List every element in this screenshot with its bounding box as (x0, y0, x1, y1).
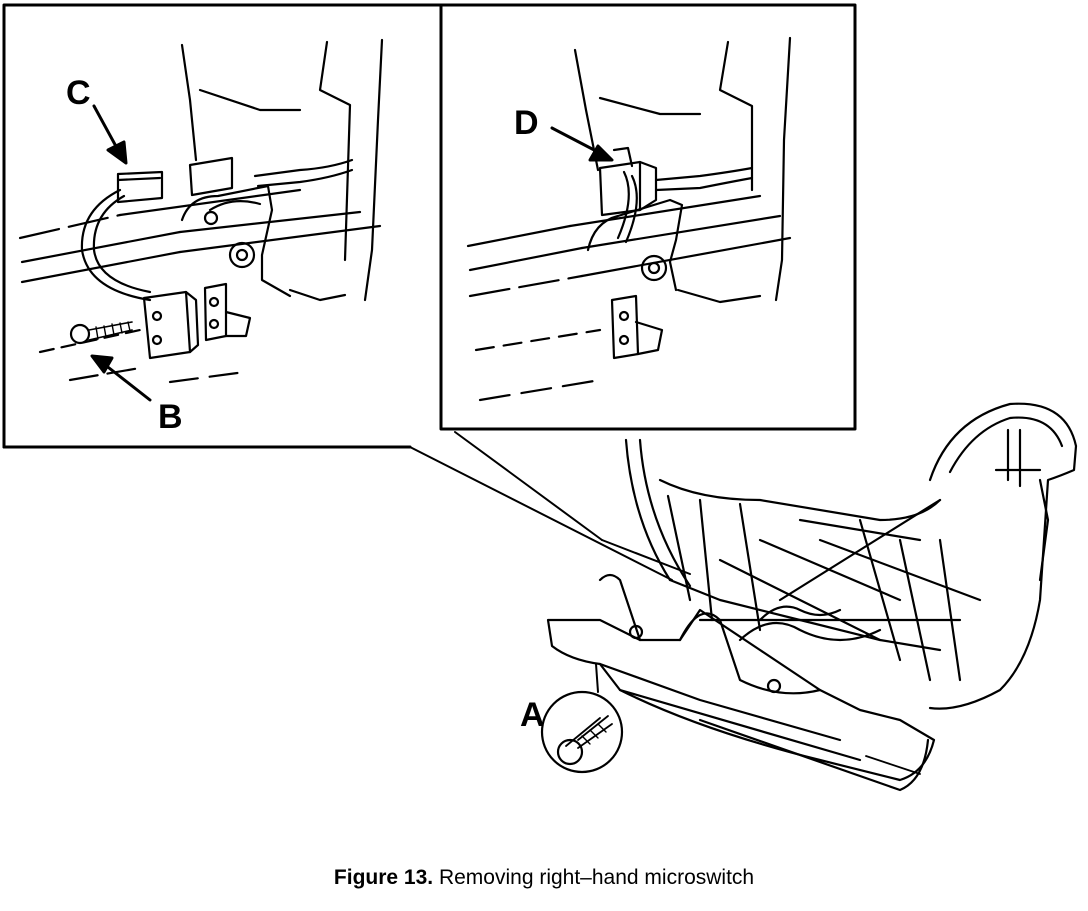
callout-b-label: B (158, 398, 183, 436)
seat-assembly (546, 402, 1078, 792)
inset-right-drawing (466, 36, 792, 402)
inset-left-drawing (18, 38, 384, 384)
inset-left-frame (2, 3, 444, 449)
arrow-c (92, 104, 128, 165)
inset-right-frame (439, 3, 857, 431)
detail-circle-a (540, 663, 624, 774)
callout-a-label: A (520, 696, 545, 734)
zoom-leader-lines (409, 431, 691, 581)
arrow-d (550, 126, 614, 162)
figure-caption-number: Figure 13. (333, 866, 434, 889)
callout-c-label: C (66, 74, 91, 112)
callout-d-label: D (514, 104, 539, 142)
figure-caption: Figure 13. Removing right–hand microswit… (0, 866, 1088, 890)
arrow-b (90, 354, 152, 402)
figure-caption-text: Removing right–hand microswitch (438, 866, 755, 889)
